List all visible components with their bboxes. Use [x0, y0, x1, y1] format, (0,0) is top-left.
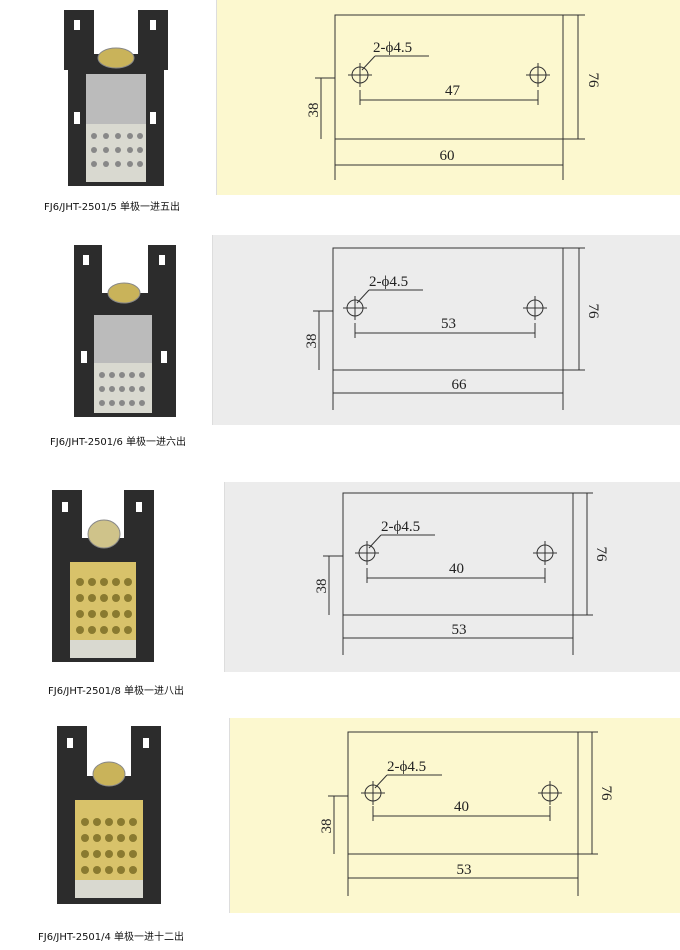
main-screw-icon: [107, 282, 141, 304]
height-value: 76: [593, 547, 609, 563]
height-value: 76: [585, 73, 601, 89]
slot-icon: [83, 255, 89, 265]
main-screw-icon: [87, 519, 121, 549]
leader-line: [374, 774, 388, 789]
dimension-drawing: 2-ϕ4.5 53 38 66 76: [304, 247, 601, 410]
product-section: FJ6/JHT-2501/4 单极一进十二出 2-ϕ4.5 40 38 53: [0, 718, 680, 950]
mounting-hole-icon: [533, 541, 557, 565]
slot-icon: [81, 351, 87, 363]
main-screw-icon: [92, 761, 126, 787]
screw-grid: [99, 372, 145, 406]
terminal-block-photo: [64, 10, 168, 186]
terminal-strip: [86, 124, 146, 182]
width-value: 60: [440, 148, 455, 164]
mounting-hole-icon: [526, 63, 550, 87]
product-caption: FJ6/JHT-2501/4 单极一进十二出: [38, 932, 185, 943]
hole-spacing-value: 40: [454, 799, 469, 815]
leader-line: [361, 55, 376, 71]
width-value: 53: [457, 862, 472, 878]
plate-outline: [332, 247, 564, 371]
leader-line: [368, 534, 382, 549]
dimension-panel: 2-ϕ4.5 47 38 60 76: [216, 0, 680, 195]
vertical-spacing-value: 38: [319, 819, 335, 834]
product-caption: FJ6/JHT-2501/8 单极一进八出: [48, 686, 185, 697]
hole-spacing-value: 47: [445, 83, 461, 99]
hole-label: 2-ϕ4.5: [369, 274, 408, 290]
device-window: [94, 315, 152, 371]
width-value: 53: [452, 622, 467, 638]
mounting-hole-icon: [361, 781, 385, 805]
dimension-drawing: 2-ϕ4.5 47 38 60 76: [306, 14, 601, 180]
plate-outline: [347, 731, 579, 855]
mounting-hole-icon: [348, 63, 372, 87]
leader-line: [356, 289, 370, 304]
plate-outline: [342, 492, 574, 616]
vertical-spacing-value: 38: [304, 334, 320, 349]
slot-icon: [161, 351, 167, 363]
dimension-drawing: 2-ϕ4.5 40 38 53 76: [319, 731, 614, 896]
product-section: FJ6/JHT-2501/5 单极一进五出 2-ϕ4.5 47 38: [0, 0, 680, 225]
hole-label: 2-ϕ4.5: [387, 759, 426, 775]
mounting-hole-icon: [355, 541, 379, 565]
hole-label: 2-ϕ4.5: [381, 519, 420, 535]
product-caption: FJ6/JHT-2501/5 单极一进五出: [44, 202, 181, 213]
product-caption: FJ6/JHT-2501/6 单极一进六出: [50, 437, 187, 448]
terminal-block-photo: [74, 245, 176, 417]
screw-grid: [91, 133, 143, 167]
product-section: FJ6/JHT-2501/8 单极一进八出 2-ϕ4.5 40 38 53: [0, 482, 680, 707]
slot-icon: [143, 738, 149, 748]
height-value: 76: [585, 304, 601, 320]
hole-spacing-value: 40: [449, 561, 464, 577]
hole-spacing-value: 53: [441, 316, 456, 332]
slot-icon: [62, 502, 68, 512]
slot-icon: [136, 502, 142, 512]
slot-icon: [159, 255, 165, 265]
slot-icon: [67, 738, 73, 748]
terminal-block-photo: [57, 726, 161, 904]
slot-icon: [150, 20, 156, 30]
main-screw-icon: [97, 47, 135, 69]
mounting-hole-icon: [538, 781, 562, 805]
terminal-block-photo: [52, 490, 154, 662]
slot-icon: [150, 112, 156, 124]
width-value: 66: [452, 377, 468, 393]
dimension-drawing: 2-ϕ4.5 40 38 53 76: [314, 492, 609, 655]
dimension-panel: 2-ϕ4.5 53 38 66 76: [212, 235, 680, 425]
mounting-hole-icon: [523, 296, 547, 320]
dimension-panel: 2-ϕ4.5 40 38 53 76: [224, 482, 680, 672]
slot-icon: [74, 112, 80, 124]
plate-outline: [334, 14, 564, 140]
dimension-panel: 2-ϕ4.5 40 38 53 76: [229, 718, 680, 913]
mounting-hole-icon: [343, 296, 367, 320]
hole-label: 2-ϕ4.5: [373, 40, 412, 56]
screw-grid: [81, 818, 137, 874]
product-section: FJ6/JHT-2501/6 单极一进六出 2-ϕ4.5 53 38 66: [0, 235, 680, 460]
slot-icon: [74, 20, 80, 30]
vertical-spacing-value: 38: [306, 103, 322, 118]
vertical-spacing-value: 38: [314, 579, 330, 594]
height-value: 76: [598, 786, 614, 802]
screw-grid: [76, 578, 132, 634]
